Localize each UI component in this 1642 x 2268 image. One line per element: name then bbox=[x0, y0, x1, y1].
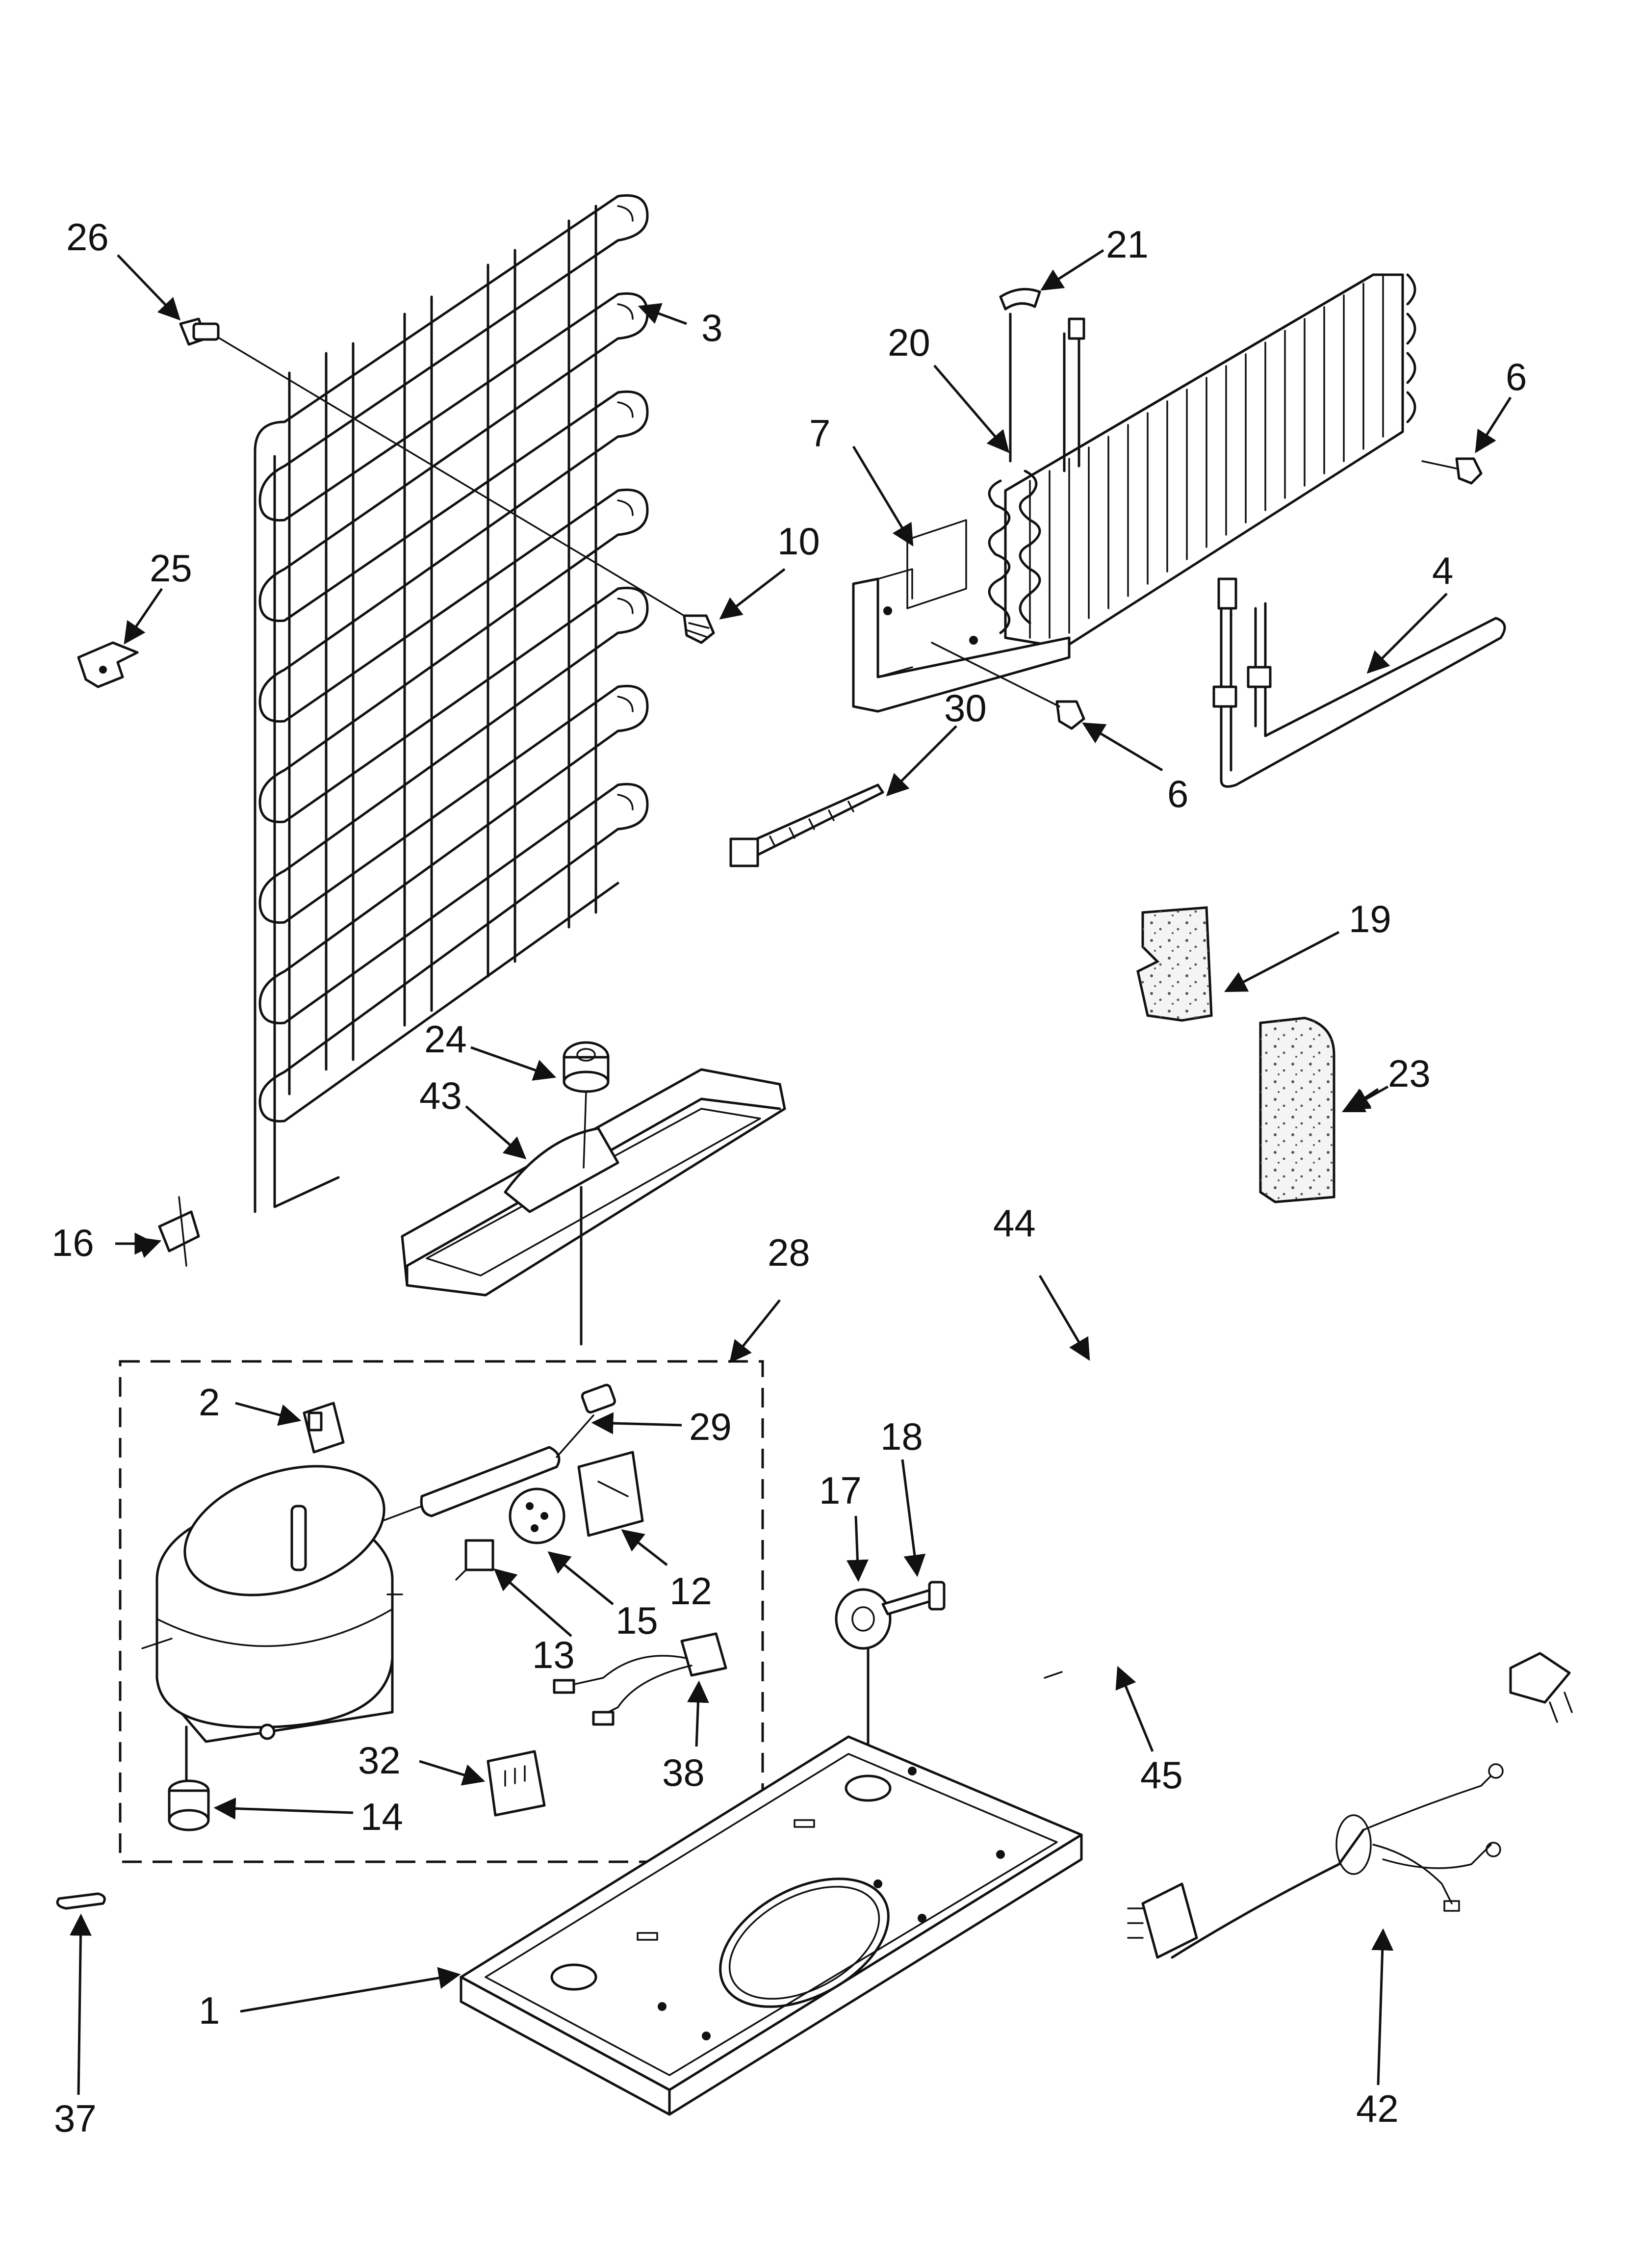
label-part-3: 3 bbox=[701, 306, 722, 349]
tube-45 bbox=[1044, 1611, 1161, 1679]
label-part-4: 4 bbox=[1432, 549, 1453, 592]
overload-15 bbox=[509, 1487, 565, 1544]
nut-24 bbox=[563, 1041, 610, 1169]
label-part-20: 20 bbox=[888, 321, 930, 364]
label-part-1: 1 bbox=[199, 1989, 220, 2032]
part-labels: 26 3 10 25 16 21 20 7 6 4 6 30 19 23 24 … bbox=[51, 215, 1527, 2140]
label-part-12: 12 bbox=[669, 1569, 712, 1613]
label-part-43: 43 bbox=[419, 1074, 462, 1117]
label-part-26: 26 bbox=[66, 215, 109, 259]
bolt-18 bbox=[881, 1581, 946, 1616]
compressor-assembly-boundary bbox=[119, 1360, 764, 1863]
label-part-7: 7 bbox=[809, 412, 830, 455]
label-part-17: 17 bbox=[819, 1469, 862, 1512]
label-part-19: 19 bbox=[1349, 897, 1391, 940]
label-part-29: 29 bbox=[689, 1405, 732, 1448]
label-part-38: 38 bbox=[662, 1751, 705, 1794]
callout-arrows bbox=[69, 249, 1512, 2095]
foam-block-23 bbox=[1259, 1017, 1335, 1203]
label-part-45: 45 bbox=[1140, 1753, 1183, 1797]
screw-10 bbox=[683, 614, 715, 644]
relay-12 bbox=[577, 1451, 644, 1537]
label-part-37: 37 bbox=[54, 2097, 97, 2140]
cable-tie bbox=[729, 783, 884, 867]
label-part-30: 30 bbox=[944, 686, 987, 730]
label-part-32: 32 bbox=[358, 1739, 401, 1782]
screw-6-upper bbox=[1421, 457, 1483, 485]
label-part-6-lower: 6 bbox=[1167, 772, 1188, 815]
label-part-28: 28 bbox=[768, 1231, 810, 1274]
defrost-heater bbox=[1212, 577, 1506, 788]
condenser-coil bbox=[215, 194, 697, 1213]
label-part-2: 2 bbox=[199, 1381, 220, 1424]
terminal-2 bbox=[303, 1402, 345, 1454]
grommet-14 bbox=[168, 1779, 210, 1831]
harness-38 bbox=[553, 1632, 727, 1726]
bracket-25 bbox=[77, 641, 139, 688]
label-part-13: 13 bbox=[532, 1633, 575, 1676]
label-part-18: 18 bbox=[880, 1415, 923, 1458]
evaporator-bracket bbox=[852, 519, 1071, 713]
label-part-15: 15 bbox=[616, 1599, 658, 1642]
evaporator bbox=[988, 273, 1416, 649]
compressor bbox=[141, 1465, 403, 1792]
clip-21 bbox=[999, 287, 1041, 311]
clip-37 bbox=[56, 1892, 106, 1910]
foam-block-19 bbox=[1136, 906, 1213, 1022]
label-part-14: 14 bbox=[360, 1795, 403, 1838]
label-part-44: 44 bbox=[993, 1201, 1036, 1245]
label-part-6-upper: 6 bbox=[1506, 355, 1527, 398]
drain-pan bbox=[401, 1068, 786, 1346]
label-part-42: 42 bbox=[1356, 2087, 1399, 2130]
label-part-10: 10 bbox=[777, 520, 820, 563]
label-part-23: 23 bbox=[1388, 1052, 1431, 1095]
clip-16 bbox=[158, 1196, 200, 1267]
label-part-24: 24 bbox=[424, 1017, 467, 1061]
screw-6-lower bbox=[931, 642, 1085, 730]
label-part-21: 21 bbox=[1106, 223, 1149, 266]
base-pan bbox=[460, 1735, 1083, 2116]
terminal-13 bbox=[455, 1539, 494, 1581]
filter-drier bbox=[382, 1383, 616, 1522]
tube-44 bbox=[980, 1304, 1330, 1409]
capacitor-32 bbox=[487, 1750, 546, 1817]
power-cord-harness bbox=[1127, 1652, 1573, 1959]
label-part-16: 16 bbox=[51, 1221, 94, 1264]
screw-26 bbox=[179, 317, 220, 346]
label-part-25: 25 bbox=[150, 547, 192, 590]
